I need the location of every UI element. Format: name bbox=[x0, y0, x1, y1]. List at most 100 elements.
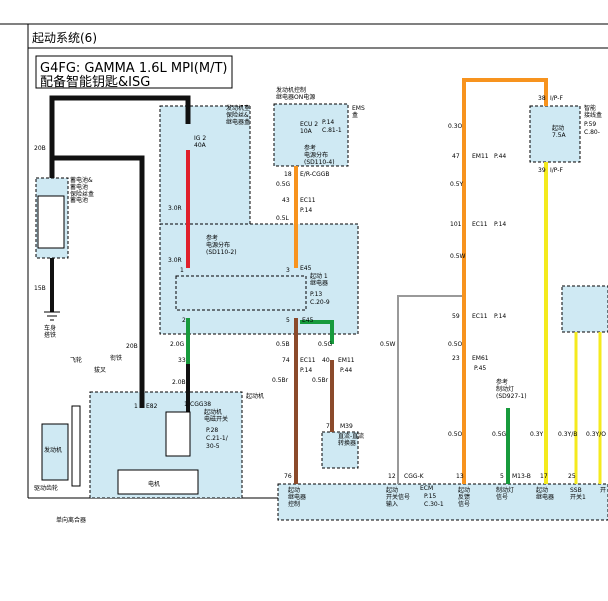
label-right-sig-start-fb: 起动反馈信号 bbox=[458, 486, 470, 508]
label-ems-w-05G: 0.5G bbox=[276, 181, 291, 188]
label-ems-top-label: 发动机控制继电器ON电源 bbox=[276, 86, 315, 101]
label-ems-p14-a: P.14 bbox=[300, 207, 312, 214]
label-ems-relay-ctrl: 起动继电器控制 bbox=[288, 486, 306, 508]
label-ems-dcdc: 直流-直流转换器 bbox=[338, 432, 364, 447]
label-right-smart-box: 智能接线盒 bbox=[584, 104, 602, 119]
label-right-w-03YB: 0.3Y/B bbox=[558, 431, 577, 438]
label-right-pin-25: 25 bbox=[568, 473, 576, 480]
label-ems-w-05L: 0.5L bbox=[276, 215, 290, 222]
label-right-pin-5: 5 bbox=[500, 473, 504, 480]
label-right-em11-b: EM11 bbox=[472, 153, 489, 160]
label-ems-pin-76: 76 bbox=[284, 473, 292, 480]
engine-block bbox=[41, 423, 69, 481]
label-ems-ref-power: 参考电源分布(SD110-4) bbox=[304, 144, 335, 166]
label-center-e82-pin: 1 bbox=[134, 403, 138, 410]
ground-icon bbox=[44, 311, 60, 321]
ems-box bbox=[273, 103, 349, 167]
label-right-w-05O-a: 0.5O bbox=[448, 341, 463, 348]
label-right-ipf-b: I/P-F bbox=[550, 167, 563, 174]
engine-fuse-box-upper bbox=[159, 105, 251, 225]
label-ems-cggk: CGG-K bbox=[404, 473, 425, 480]
wire-03O bbox=[462, 78, 548, 484]
label-left-engine: 发动机 bbox=[44, 446, 62, 454]
label-center-w-2B: 2.0B bbox=[172, 379, 186, 386]
label-ems-pin-43: 43 bbox=[282, 197, 290, 204]
motor-body bbox=[117, 469, 199, 495]
label-left-w-20B-top: 20B bbox=[34, 145, 46, 152]
label-ems-pin-40: 40 bbox=[322, 357, 330, 364]
label-ems-pin-74: 74 bbox=[282, 357, 290, 364]
label-center-w-3R-b: 3.0R bbox=[168, 257, 182, 264]
label-right-smart-pg: P.59 bbox=[584, 121, 596, 128]
page-title: 起动系统(6) bbox=[32, 31, 97, 45]
flywheel-teeth bbox=[71, 405, 81, 487]
label-ems-em11-a: EM11 bbox=[338, 357, 355, 364]
label-right-ref-brake: 参考制动灯(SD927-1) bbox=[496, 378, 527, 400]
label-left-one-way-clutch: 单向离合器 bbox=[56, 516, 86, 524]
label-right-pin-23: 23 bbox=[452, 355, 460, 362]
label-ems-w-05W: 0.5W bbox=[380, 341, 396, 348]
label-right-w-03YO: 0.3Y/O bbox=[586, 431, 606, 438]
label-center-starter-sol: 起动机电磁开关 bbox=[204, 408, 228, 423]
label-ems-ec11-a: EC11 bbox=[300, 197, 316, 204]
label-center-fuse-box: 发动机室保险丝&继电器盒 bbox=[226, 104, 250, 126]
right-module-box bbox=[561, 285, 608, 333]
label-left-pinion: 驱动齿轮 bbox=[34, 484, 58, 492]
label-left-flywheel: 飞轮 bbox=[70, 356, 82, 364]
label-left-w-15B: 15B bbox=[34, 285, 46, 292]
label-center-relay1-ref: C.20-9 bbox=[310, 299, 330, 306]
label-ems-pin-12: 12 bbox=[388, 473, 396, 480]
label-layer: 蓄电池&蓄电池保险丝盒蓄电池20B15B车身搭铁飞轮20B发动机驱动齿轮拔叉衔铁… bbox=[34, 86, 606, 524]
label-right-p44-b: P.44 bbox=[494, 153, 506, 160]
label-left-fork: 拔叉 bbox=[94, 366, 106, 374]
label-left-w-20B-mid: 20B bbox=[126, 343, 138, 350]
label-ems-p44-a: P.44 bbox=[340, 367, 352, 374]
label-center-cgg38-pin: 1 bbox=[184, 401, 188, 408]
label-center-cgg38: CGG38 bbox=[190, 401, 211, 408]
label-ems-ecm-ref: C.30-1 bbox=[424, 501, 444, 508]
wire-05W bbox=[397, 295, 464, 484]
label-center-pin-3: 3 bbox=[286, 267, 290, 274]
label-ems-er-cggb: E/R-CGGB bbox=[300, 171, 330, 178]
label-center-e45-bot: E45 bbox=[302, 317, 314, 324]
label-right-p14-d: P.14 bbox=[494, 313, 506, 320]
battery-symbol bbox=[37, 195, 65, 249]
label-right-w-05G-c: 0.5G bbox=[492, 431, 507, 438]
label-ems-w-05Br-a: 0.5Br bbox=[272, 377, 289, 384]
label-left-armature: 衔铁 bbox=[110, 354, 122, 362]
label-center-w-3R-a: 3.0R bbox=[168, 205, 182, 212]
label-center-pin-33: 33 bbox=[178, 357, 186, 364]
label-ems-ref: C.81-1 bbox=[322, 127, 342, 134]
label-ems-pin-18: 18 bbox=[284, 171, 292, 178]
label-left-ground-label: 车身搭铁 bbox=[44, 324, 56, 339]
label-left-battery: 蓄电池 bbox=[70, 196, 88, 204]
label-ems-m39: M39 bbox=[340, 423, 353, 430]
label-center-ref-power: 参考电源分布(SD110-2) bbox=[206, 234, 237, 256]
model-banner bbox=[35, 55, 233, 89]
dcdc-converter-box bbox=[321, 431, 359, 469]
model-line-1: G4FG: GAMMA 1.6L MPI(M/T) bbox=[40, 61, 227, 76]
label-center-sol-pg: P.28 bbox=[206, 427, 218, 434]
label-right-ec11-c: EC11 bbox=[472, 221, 488, 228]
label-ems-pg: P.14 bbox=[322, 119, 334, 126]
label-ems-w-05Br-b: 0.5Br bbox=[312, 377, 329, 384]
label-left-starter-label: 起动机 bbox=[246, 392, 264, 400]
label-center-e45-top: E45 bbox=[300, 265, 312, 272]
label-ems-switch-in: 起动开关信号输入 bbox=[386, 486, 410, 508]
label-ems-ecm-pg: P.15 bbox=[424, 493, 436, 500]
model-line-2: 配备智能钥匙&ISG bbox=[40, 74, 150, 90]
label-right-w-05O-b: 0.5O bbox=[448, 431, 463, 438]
label-center-e82: E82 bbox=[146, 403, 158, 410]
label-right-sig-brake: 制动灯信号 bbox=[496, 486, 514, 501]
label-right-sig-ssb2: 开 bbox=[600, 487, 606, 494]
label-right-pin-38: 38 bbox=[538, 95, 546, 102]
ecm-box bbox=[277, 483, 608, 521]
